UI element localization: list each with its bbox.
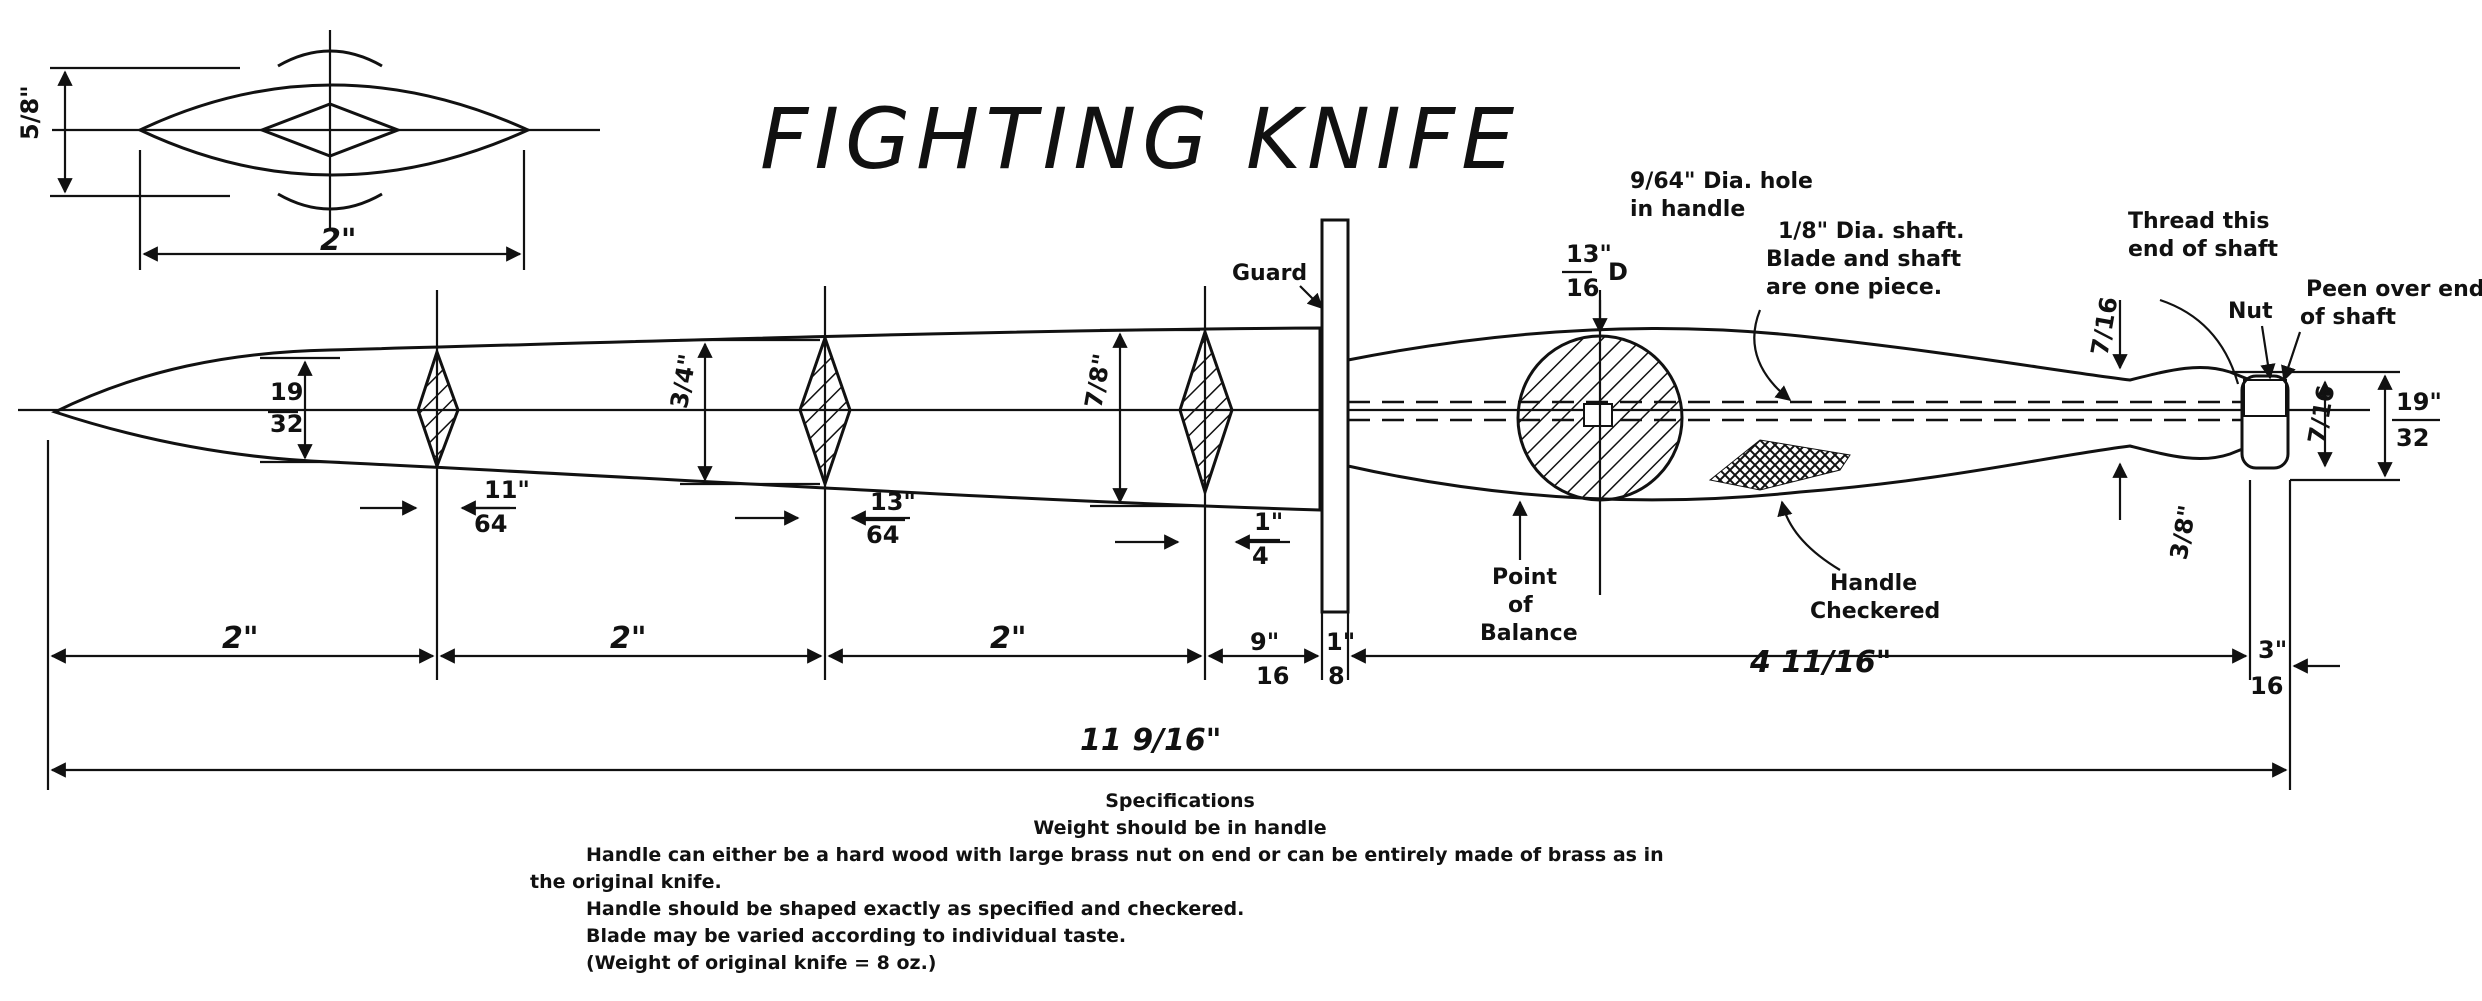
end-view-height-label: 5/8" (16, 85, 44, 140)
checkered-label-2: Checkered (1810, 599, 1940, 624)
seg7-num: 3" (2258, 636, 2287, 664)
hole-label-2: in handle (1630, 197, 1745, 222)
drawing-title: FIGHTING KNIFE (760, 90, 1520, 188)
hole-label-1: 9/64" Dia. hole (1630, 169, 1813, 194)
shaft-label-1: 1/8" Dia. shaft. (1778, 219, 1964, 244)
d14-num: 1" (1254, 508, 1283, 536)
thread-label-1: Thread this (2128, 209, 2270, 234)
d1164-den: 64 (474, 510, 507, 538)
spec-line-2: Handle should be shaped exactly as speci… (586, 898, 1245, 920)
spec-heading: Specifications (1105, 790, 1255, 812)
d-label: D (1608, 258, 1628, 286)
overall-label: 11 9/16" (1080, 723, 1221, 758)
leader-labels: Guard 9/64" Dia. hole in handle 1/8" Dia… (1232, 169, 2482, 646)
d1316-den: 16 (1566, 274, 1599, 302)
checkered-label-1: Handle (1830, 571, 1917, 596)
spec-line-4: (Weight of original knife = 8 oz.) (586, 952, 937, 974)
nut-thread (2243, 379, 2287, 417)
seg5-num: 1" (1326, 628, 1355, 656)
seg3-label: 2" (990, 621, 1027, 656)
peen-label-1: Peen over end (2306, 277, 2482, 302)
d1364-den: 64 (866, 521, 899, 549)
checkered-leader (1777, 500, 1841, 571)
nut (2240, 374, 2290, 470)
seg1-label: 2" (222, 621, 259, 656)
end-view: 5/8" 2" (16, 30, 600, 270)
d1932-end-den: 32 (2396, 424, 2429, 452)
d19-den: 32 (270, 410, 303, 438)
seg4-num: 9" (1250, 628, 1279, 656)
nut-leader (2260, 325, 2276, 380)
peen-leader (2281, 331, 2302, 382)
length-dimensions: 2" 2" 2" 9" 16 1" 8 4 11/16" 3" 16 11 9/… (46, 440, 2340, 790)
shaft-section (1583, 403, 1613, 427)
d1364-num: 13" (870, 488, 916, 516)
checkering-area (1708, 439, 1851, 491)
spec-subheading: Weight should be in handle (1033, 817, 1327, 839)
d1932-end-num: 19" (2396, 388, 2442, 416)
seg6-label: 4 11/16" (1749, 645, 1891, 680)
spec-line-1b: the original knife. (530, 871, 722, 893)
nut-label: Nut (2228, 299, 2273, 324)
d78-label: 7/8" (1079, 351, 1116, 410)
d19-num: 19 (270, 378, 303, 406)
balance-label-3: Balance (1480, 621, 1578, 646)
blade-dimensions: 19 32 3/4" 7/8" 11" 64 13" 64 1" 4 (260, 328, 1290, 570)
spec-line-1a: Handle can either be a hard wood with la… (586, 844, 1664, 866)
balance-label-2: of (1508, 593, 1533, 618)
shaft-label-2: Blade and shaft (1766, 247, 1962, 272)
seg4-den: 16 (1256, 662, 1289, 690)
shaft-leader (1753, 309, 1792, 401)
specifications: Specifications Weight should be in handl… (530, 788, 1930, 977)
thread-leader (2159, 298, 2240, 385)
thread-label-2: end of shaft (2128, 237, 2279, 262)
shaft-label-3: are one piece. (1766, 275, 1942, 300)
knife-side-view (18, 218, 2400, 790)
d38-label: 3/8" (2165, 503, 2202, 562)
seg7-den: 16 (2250, 672, 2283, 700)
end-view-width-label: 2" (320, 223, 357, 258)
spec-line-3: Blade may be varied according to individ… (586, 925, 1127, 947)
seg2-label: 2" (610, 621, 647, 656)
guard-leader (1299, 285, 1324, 310)
balance-label-1: Point (1492, 565, 1557, 590)
d1164-num: 11" (484, 476, 530, 504)
d14-den: 4 (1252, 542, 1269, 570)
d716-top-label: 7/16 (2086, 295, 2124, 358)
d34-label: 3/4" (665, 352, 702, 411)
guard-label: Guard (1232, 261, 1307, 286)
guard (1320, 218, 1350, 614)
seg5-den: 8 (1328, 662, 1345, 690)
d716-nut-label: 7/16 (2303, 383, 2341, 446)
d1316-num: 13" (1566, 240, 1612, 268)
peen-label-2: of shaft (2300, 305, 2397, 330)
